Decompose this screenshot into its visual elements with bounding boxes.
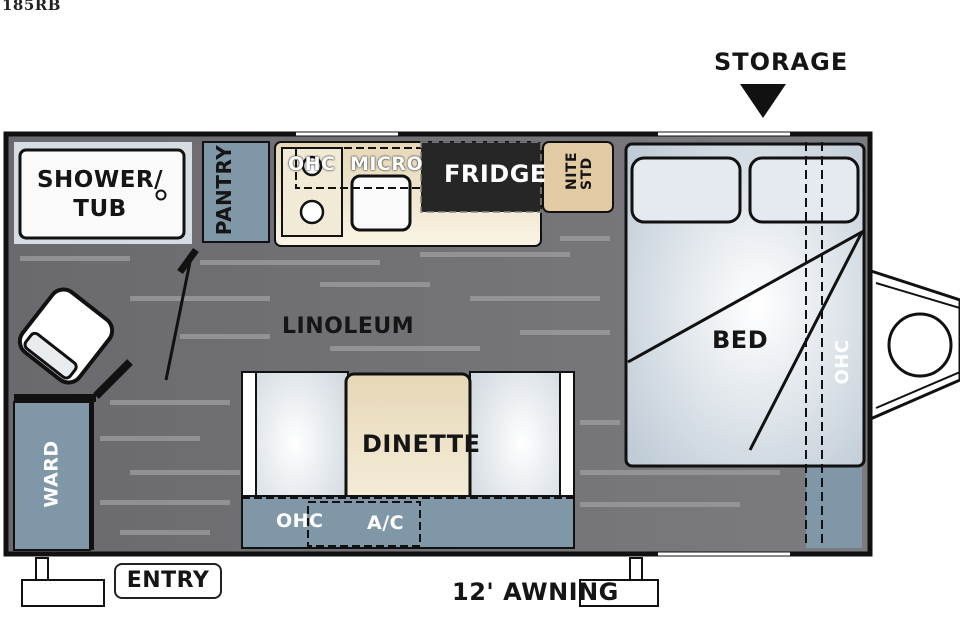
nite-stand (542, 141, 614, 213)
micro-label: MICRO (350, 153, 424, 175)
model-name: 185RB (2, 0, 61, 14)
dinette (241, 371, 575, 549)
stabilizer-left (21, 557, 105, 607)
dinette-label: DINETTE (362, 430, 481, 458)
bathroom-door (164, 251, 194, 381)
hitch (867, 268, 960, 422)
ohc-dinette-label: OHC (276, 510, 324, 532)
windows (296, 132, 790, 556)
fridge (421, 142, 541, 212)
ohc-bed-label: OHC (832, 339, 853, 385)
pantry-label: PANTRY (212, 144, 236, 236)
outer-wall (3, 131, 873, 557)
ward-label: WARD (40, 440, 63, 508)
storage-arrow (740, 84, 786, 118)
entry-label: ENTRY (114, 563, 222, 599)
bed (624, 142, 866, 548)
storage-label: STORAGE (714, 48, 849, 76)
linoleum-texture (20, 236, 780, 535)
bed-label: BED (712, 326, 769, 354)
fridge-label: FRIDGE (444, 160, 547, 188)
pantry (202, 141, 270, 243)
ohc-kitchen-label: OHC (288, 153, 336, 175)
shower-tub-label: SHOWER/ TUB (36, 167, 164, 222)
ac-label: A/C (367, 512, 405, 534)
shower-tub (14, 142, 192, 244)
awning-label: 12' AWNING (452, 578, 619, 606)
linoleum-label: LINOLEUM (282, 314, 415, 339)
wardrobe (13, 401, 91, 551)
nite-stand-label: NITE STD (564, 151, 595, 190)
stabilizer-right (579, 557, 659, 607)
chair (17, 287, 133, 399)
